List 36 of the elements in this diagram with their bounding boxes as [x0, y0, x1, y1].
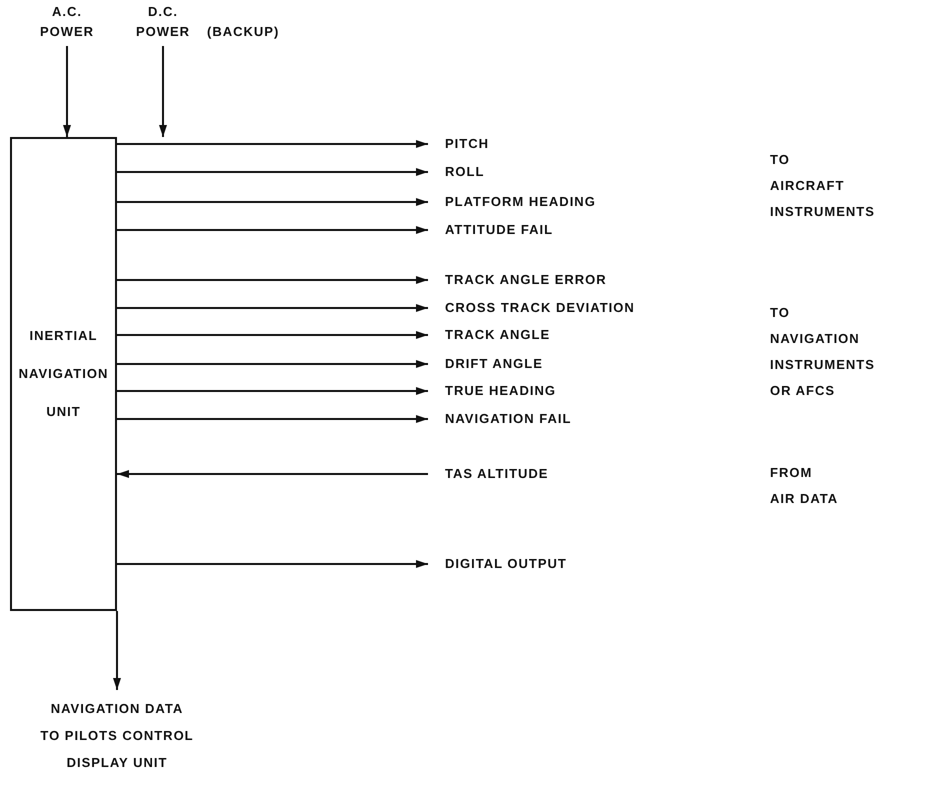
arrow: [117, 415, 428, 423]
arrow: [117, 140, 428, 148]
note-text: TO NAVIGATION INSTRUMENTS OR AFCS: [770, 304, 875, 400]
unit-box: [10, 137, 117, 611]
arrow: [117, 470, 428, 478]
signal-text: PITCH: [445, 134, 489, 154]
signal-text: DRIFT ANGLE: [445, 354, 543, 374]
arrow: [117, 560, 428, 568]
arrow: [117, 198, 428, 206]
signal-text: D.C. POWER: [123, 2, 203, 42]
signal-text: ROLL: [445, 162, 484, 182]
signal-text: NAVIGATION DATA TO PILOTS CONTROL DISPLAY UNIT: [17, 695, 217, 776]
signal-text: NAVIGATION FAIL: [445, 409, 572, 429]
note-text: (BACKUP): [207, 23, 280, 41]
arrow: [117, 276, 428, 284]
arrow: [117, 360, 428, 368]
note-text: TO AIRCRAFT INSTRUMENTS: [770, 151, 875, 221]
arrow: [117, 387, 428, 395]
signal-text: A.C. POWER: [27, 2, 107, 42]
unit-label: INERTIAL NAVIGATION UNIT: [18, 327, 108, 421]
arrow: [117, 226, 428, 234]
signal-text: CROSS TRACK DEVIATION: [445, 298, 635, 318]
arrow: [117, 304, 428, 312]
arrow: [117, 168, 428, 176]
arrow: [159, 46, 167, 137]
signal-text: DIGITAL OUTPUT: [445, 554, 567, 574]
arrow: [63, 46, 71, 137]
note-text: FROM AIR DATA: [770, 464, 838, 508]
signal-text: PLATFORM HEADING: [445, 192, 596, 212]
signal-text: TAS ALTITUDE: [445, 464, 548, 484]
arrow: [113, 611, 121, 690]
signal-text: ATTITUDE FAIL: [445, 220, 554, 240]
signal-text: TRACK ANGLE: [445, 325, 550, 345]
signal-text: TRUE HEADING: [445, 381, 556, 401]
arrow: [117, 331, 428, 339]
signal-text: TRACK ANGLE ERROR: [445, 270, 607, 290]
